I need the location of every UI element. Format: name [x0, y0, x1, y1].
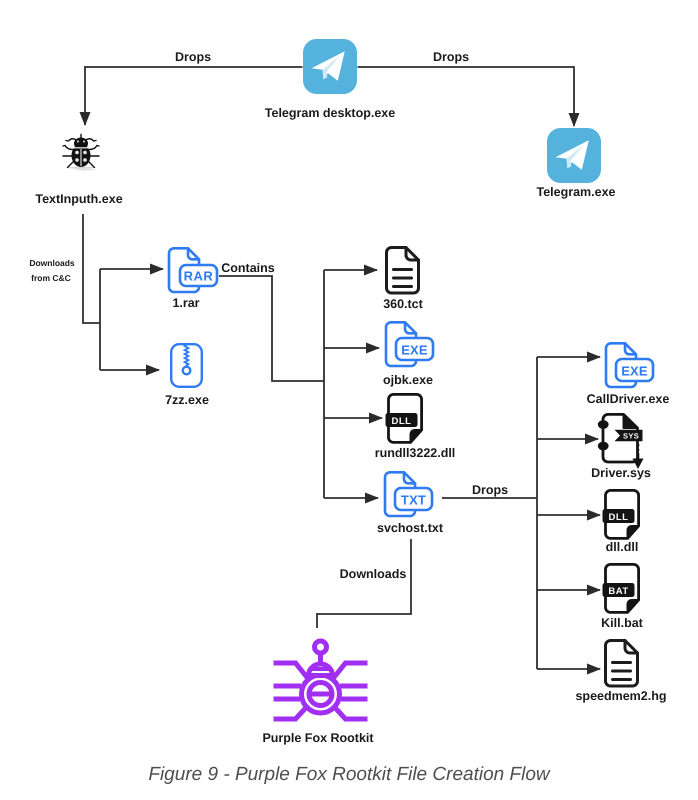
svg-text:ojbk.exe: ojbk.exe [383, 373, 433, 387]
svg-text:dll.dll: dll.dll [606, 540, 639, 554]
svg-text:Drops: Drops [433, 50, 469, 64]
svg-text:Downloads: Downloads [340, 567, 407, 581]
svg-text:TextInputh.exe: TextInputh.exe [35, 192, 122, 206]
svg-text:1.rar: 1.rar [172, 296, 199, 310]
svg-text:Downloads: Downloads [29, 258, 75, 268]
svg-text:DLL: DLL [609, 512, 629, 523]
svg-text:Drops: Drops [472, 483, 508, 497]
svg-text:rundll3222.dll: rundll3222.dll [375, 446, 456, 460]
svg-text:360.tct: 360.tct [383, 297, 423, 311]
svg-text:DLL: DLL [392, 416, 412, 427]
svg-text:BAT: BAT [608, 586, 628, 597]
svg-text:from C&C: from C&C [31, 273, 71, 283]
svg-text:Kill.bat: Kill.bat [601, 616, 644, 630]
svg-text:speedmem2.hg: speedmem2.hg [575, 689, 666, 703]
svg-text:Figure 9 - Purple Fox Rootkit: Figure 9 - Purple Fox Rootkit File Creat… [148, 764, 551, 785]
svg-text:svchost.txt: svchost.txt [377, 521, 444, 535]
svg-text:Drops: Drops [175, 50, 211, 64]
svg-text:Contains: Contains [221, 261, 275, 275]
svg-text:7zz.exe: 7zz.exe [165, 393, 209, 407]
svg-text:TXT: TXT [401, 493, 426, 508]
svg-text:Purple Fox Rootkit: Purple Fox Rootkit [262, 731, 374, 745]
svg-text:Telegram.exe: Telegram.exe [537, 185, 616, 199]
svg-text:Driver.sys: Driver.sys [591, 466, 651, 480]
svg-text:EXE: EXE [621, 364, 648, 379]
svg-text:CallDriver.exe: CallDriver.exe [587, 392, 670, 406]
svg-text:RAR: RAR [184, 269, 214, 284]
svg-text:EXE: EXE [401, 343, 428, 358]
svg-text:Telegram desktop.exe: Telegram desktop.exe [265, 106, 395, 120]
